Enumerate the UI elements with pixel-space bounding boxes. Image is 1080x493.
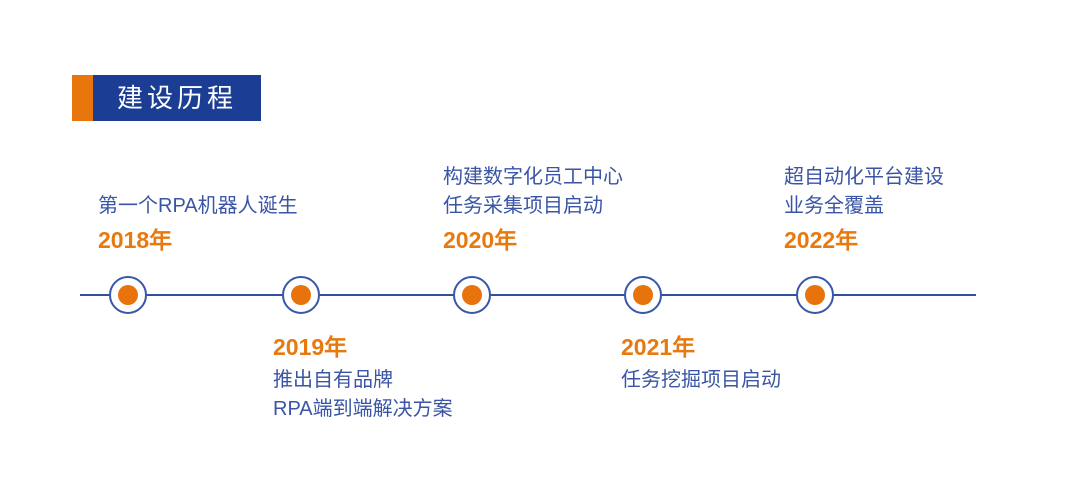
title-accent-bar: [72, 75, 93, 121]
milestone-desc: 任务挖掘项目启动: [621, 366, 781, 395]
section-title-block: 建设历程: [72, 75, 262, 121]
milestone-2021: 2021年 任务挖掘项目启动: [621, 332, 781, 395]
timeline-node-2018: [109, 276, 147, 314]
milestone-2022: 超自动化平台建设 业务全覆盖 2022年: [784, 163, 944, 255]
milestone-year: 2020年: [443, 227, 518, 253]
milestone-desc: 构建数字化员工中心 任务采集项目启动: [443, 163, 623, 221]
page-title: 建设历程: [117, 83, 238, 113]
milestone-year: 2019年: [273, 334, 348, 360]
desc-line: 任务挖掘项目启动: [621, 369, 781, 391]
milestone-2019: 2019年 推出自有品牌 RPA端到端解决方案: [273, 332, 453, 424]
desc-line: 第一个RPA机器人诞生: [98, 195, 298, 217]
milestone-year: 2022年: [784, 227, 859, 253]
desc-line: 业务全覆盖: [784, 195, 884, 217]
desc-line: RPA端到端解决方案: [273, 398, 453, 420]
timeline-node-core: [118, 285, 138, 305]
desc-line: 超自动化平台建设: [784, 166, 944, 188]
desc-line: 推出自有品牌: [273, 369, 393, 391]
milestone-year: 2021年: [621, 334, 696, 360]
milestone-desc: 超自动化平台建设 业务全覆盖: [784, 163, 944, 221]
timeline-node-core: [633, 285, 653, 305]
timeline-node-2022: [796, 276, 834, 314]
timeline-node-2020: [453, 276, 491, 314]
desc-line: 任务采集项目启动: [443, 195, 603, 217]
timeline-node-2021: [624, 276, 662, 314]
timeline-node-core: [291, 285, 311, 305]
milestone-desc: 第一个RPA机器人诞生: [98, 192, 298, 221]
milestone-desc: 推出自有品牌 RPA端到端解决方案: [273, 366, 453, 424]
timeline-node-2019: [282, 276, 320, 314]
timeline-node-core: [462, 285, 482, 305]
milestone-year: 2018年: [98, 227, 173, 253]
timeline-line: [80, 294, 976, 296]
milestone-2020: 构建数字化员工中心 任务采集项目启动 2020年: [443, 163, 623, 255]
title-box: 建设历程: [93, 75, 262, 121]
desc-line: 构建数字化员工中心: [443, 166, 623, 188]
milestone-2018: 第一个RPA机器人诞生 2018年: [98, 192, 298, 255]
timeline-node-core: [805, 285, 825, 305]
